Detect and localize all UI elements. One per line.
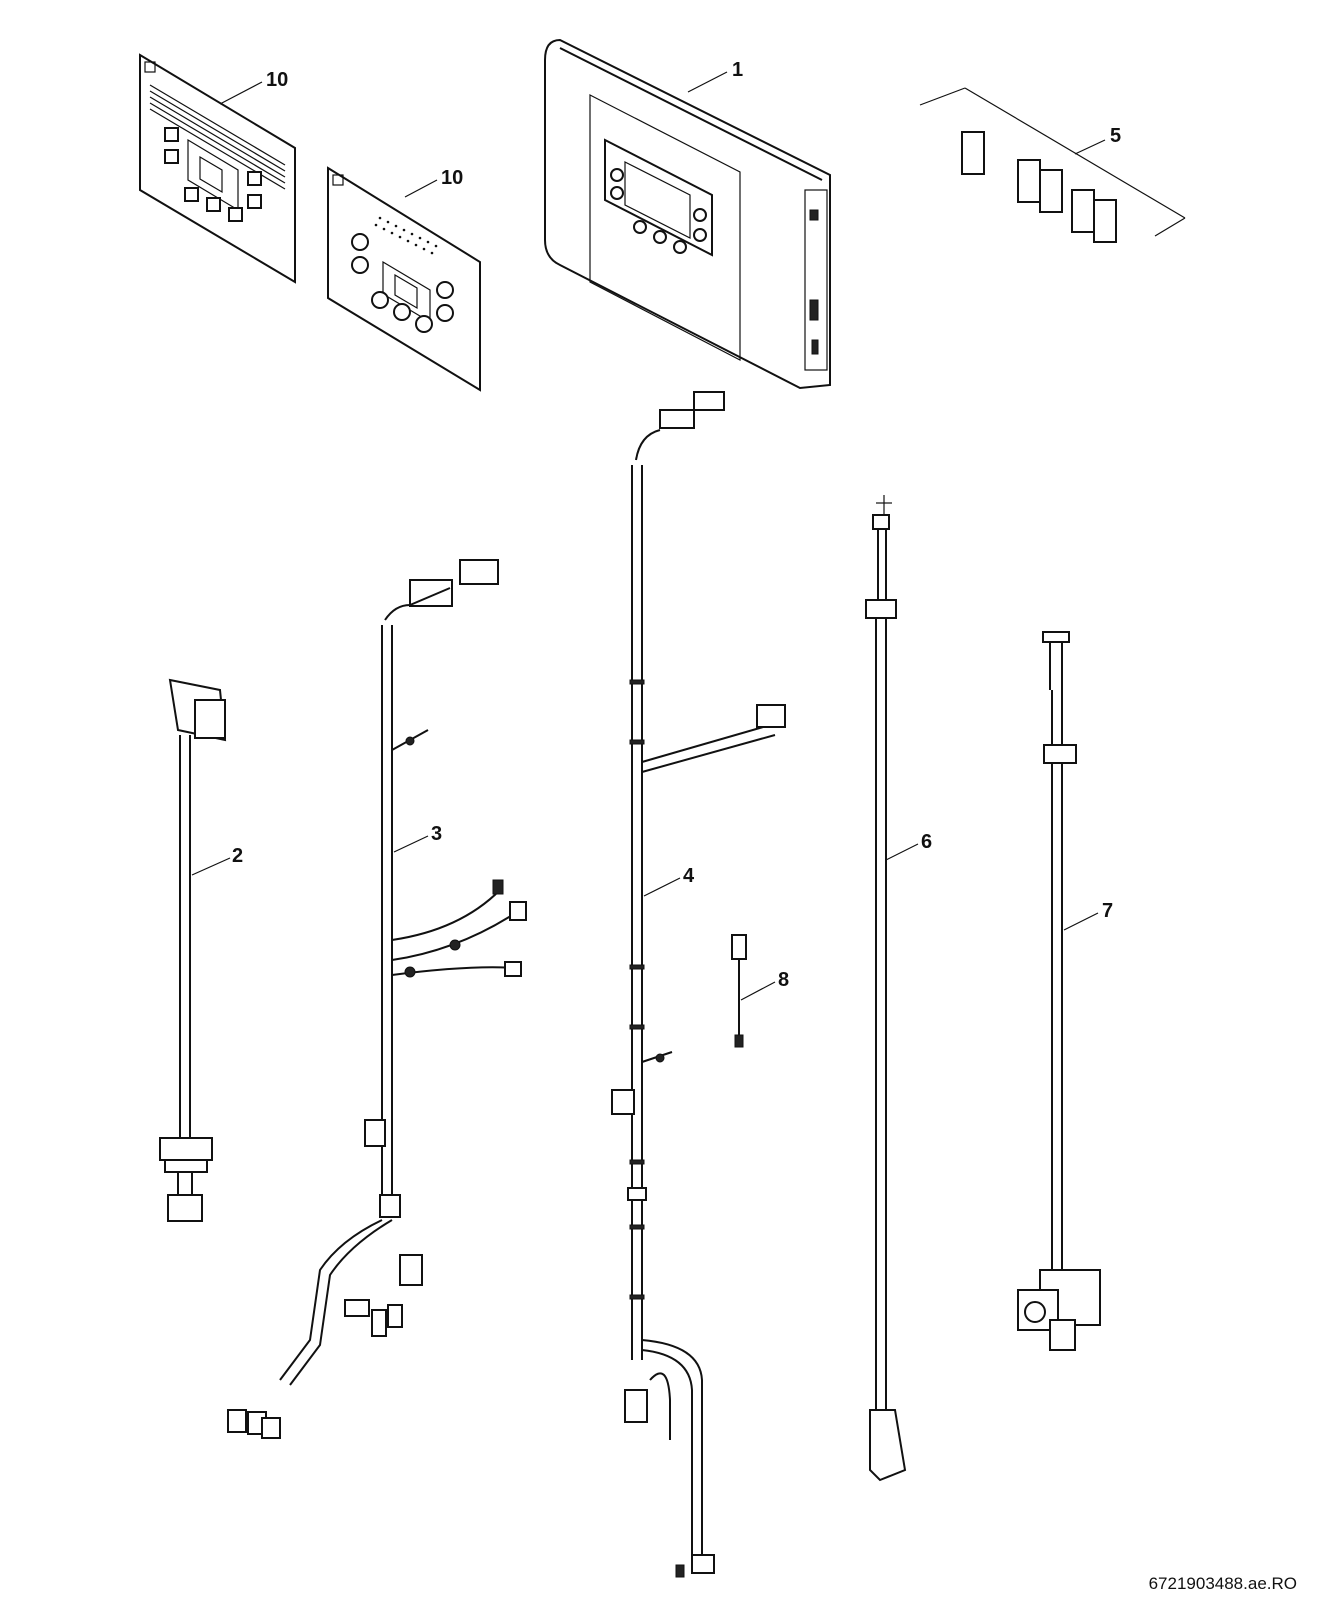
speaker-grille	[374, 216, 438, 255]
label-6: 6	[921, 831, 932, 853]
part-10-overlay-a	[139, 53, 296, 284]
part-8-small-cable	[731, 934, 747, 1048]
leader-lines	[191, 71, 1106, 1001]
label-5: 5	[1110, 125, 1121, 147]
part-4-main-wiring-harness	[611, 391, 786, 1578]
label-3: 3	[431, 823, 442, 845]
label-1: 1	[732, 59, 743, 81]
part-3-wiring-harness	[227, 559, 527, 1439]
part-6-power-cable	[865, 495, 907, 1482]
label-2: 2	[232, 845, 243, 867]
label-4: 4	[683, 865, 695, 887]
callout-labels: 1 10 10 5 2 3 4 6 7 8	[232, 59, 1121, 991]
figure-code: 6721903488.ae.RO	[1148, 1574, 1297, 1593]
label-7: 7	[1102, 900, 1113, 922]
part-10-overlay-b	[327, 166, 481, 392]
part-2-ribbon-cable	[159, 678, 227, 1222]
label-10b: 10	[441, 167, 463, 189]
part-7-cable-with-valve	[1017, 631, 1101, 1351]
label-10a: 10	[266, 69, 288, 91]
part-5-terminal-connectors	[919, 87, 1186, 243]
part-1-controller-housing	[544, 38, 831, 390]
label-8: 8	[778, 969, 789, 991]
